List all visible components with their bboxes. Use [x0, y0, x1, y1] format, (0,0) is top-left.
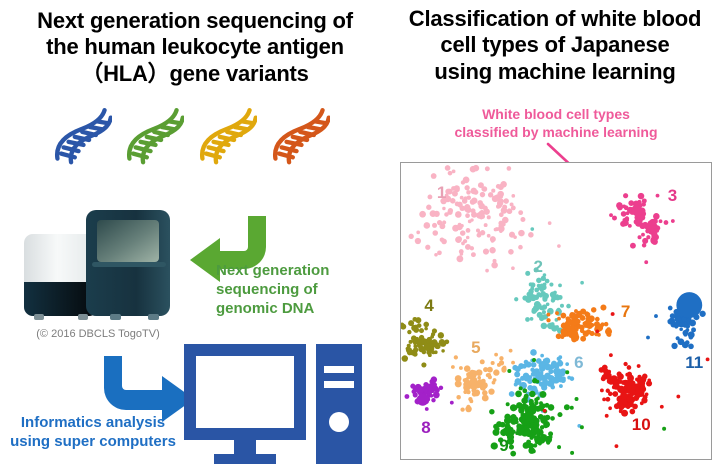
cluster-label-11: 11 [685, 352, 704, 372]
green-caption: Next generation sequencing of genomic DN… [216, 262, 376, 318]
dna-helix-svg [127, 108, 185, 165]
cluster-label-9: 9 [499, 436, 509, 456]
scatter-annotation-text: White blood cell types classified by mac… [432, 106, 680, 142]
scatter-cluster-6 [508, 349, 619, 428]
right-title-line-1: Classification of white blood [408, 6, 702, 31]
cluster-label-3: 3 [667, 185, 678, 205]
dna-helix-svg [55, 108, 113, 165]
sequencer-credit: (© 2016 DBCLS TogoTV) [36, 328, 160, 340]
sequencer-svg [24, 210, 170, 320]
scatter-plot-canvas [401, 164, 710, 457]
green-caption-line-2: sequencing of [216, 280, 318, 298]
scatter-plot-frame: 1 2 3 4 5 6 7 8 9 10 11 [400, 162, 712, 460]
scatter-cluster-3 [609, 192, 675, 265]
blue-arrow-svg [104, 356, 194, 422]
blue-caption-line-1: Informatics analysis [20, 414, 166, 431]
desktop-computer-icon [178, 342, 368, 466]
left-title-line-1: Next generation sequencing of [37, 8, 353, 33]
scatter-cluster-8 [404, 376, 454, 411]
dna-helix-icon [50, 104, 113, 166]
blue-caption: Informatics analysis using super compute… [0, 414, 186, 452]
left-title-line-3: （HLA）gene variants [81, 60, 309, 86]
scatter-cluster-1 [408, 164, 615, 317]
dna-helix-icon [122, 104, 185, 166]
cluster-label-2: 2 [533, 257, 543, 277]
cluster-8-large-dot [416, 393, 429, 406]
left-title-line-2: the human leukocyte antigen [46, 34, 344, 60]
scatter-cluster-5 [429, 348, 515, 413]
green-arrow-svg [190, 216, 266, 282]
right-title-line-3: using machine learning [434, 58, 676, 84]
dna-helix-icon [268, 104, 331, 166]
scatter-cluster-4 [401, 316, 450, 368]
annotation-line-1: White blood cell types [482, 106, 630, 122]
curved-arrow-right-icon [96, 356, 200, 422]
cluster-label-4: 4 [424, 296, 434, 316]
cluster-label-10: 10 [631, 415, 651, 435]
right-title-line-2: cell types of Japanese [440, 32, 670, 58]
blue-caption-line-2: using super computers [10, 432, 176, 450]
left-panel-title: Next generation sequencing of the human … [4, 8, 386, 87]
cluster-label-7: 7 [620, 302, 631, 321]
curved-arrow-left-icon [186, 214, 290, 282]
scatter-cluster-2 [514, 227, 584, 334]
cluster-label-5: 5 [471, 337, 481, 357]
dna-helix-icon [195, 104, 258, 166]
dna-helix-svg [273, 108, 331, 165]
computer-svg [184, 344, 362, 464]
scatter-cluster-7 [546, 304, 613, 343]
cluster-label-6: 6 [574, 352, 584, 372]
cluster-label-8: 8 [421, 418, 431, 438]
right-panel-title: Classification of white blood cell types… [392, 6, 718, 85]
green-caption-line-1: Next generation [216, 262, 330, 279]
cluster-11-large-dot [676, 292, 703, 318]
left-panel: Next generation sequencing of the human … [0, 8, 386, 466]
scatter-cluster-10 [542, 312, 710, 449]
green-caption-line-3: genomic DNA [216, 299, 315, 317]
dna-sequencer-icon [14, 200, 184, 324]
dna-helix-svg [200, 108, 258, 165]
cluster-3-large-dot [631, 204, 643, 216]
scatter-cluster-9 [489, 357, 667, 457]
cluster-label-1: 1 [436, 182, 447, 202]
annotation-line-2: classified by machine learning [454, 123, 658, 140]
